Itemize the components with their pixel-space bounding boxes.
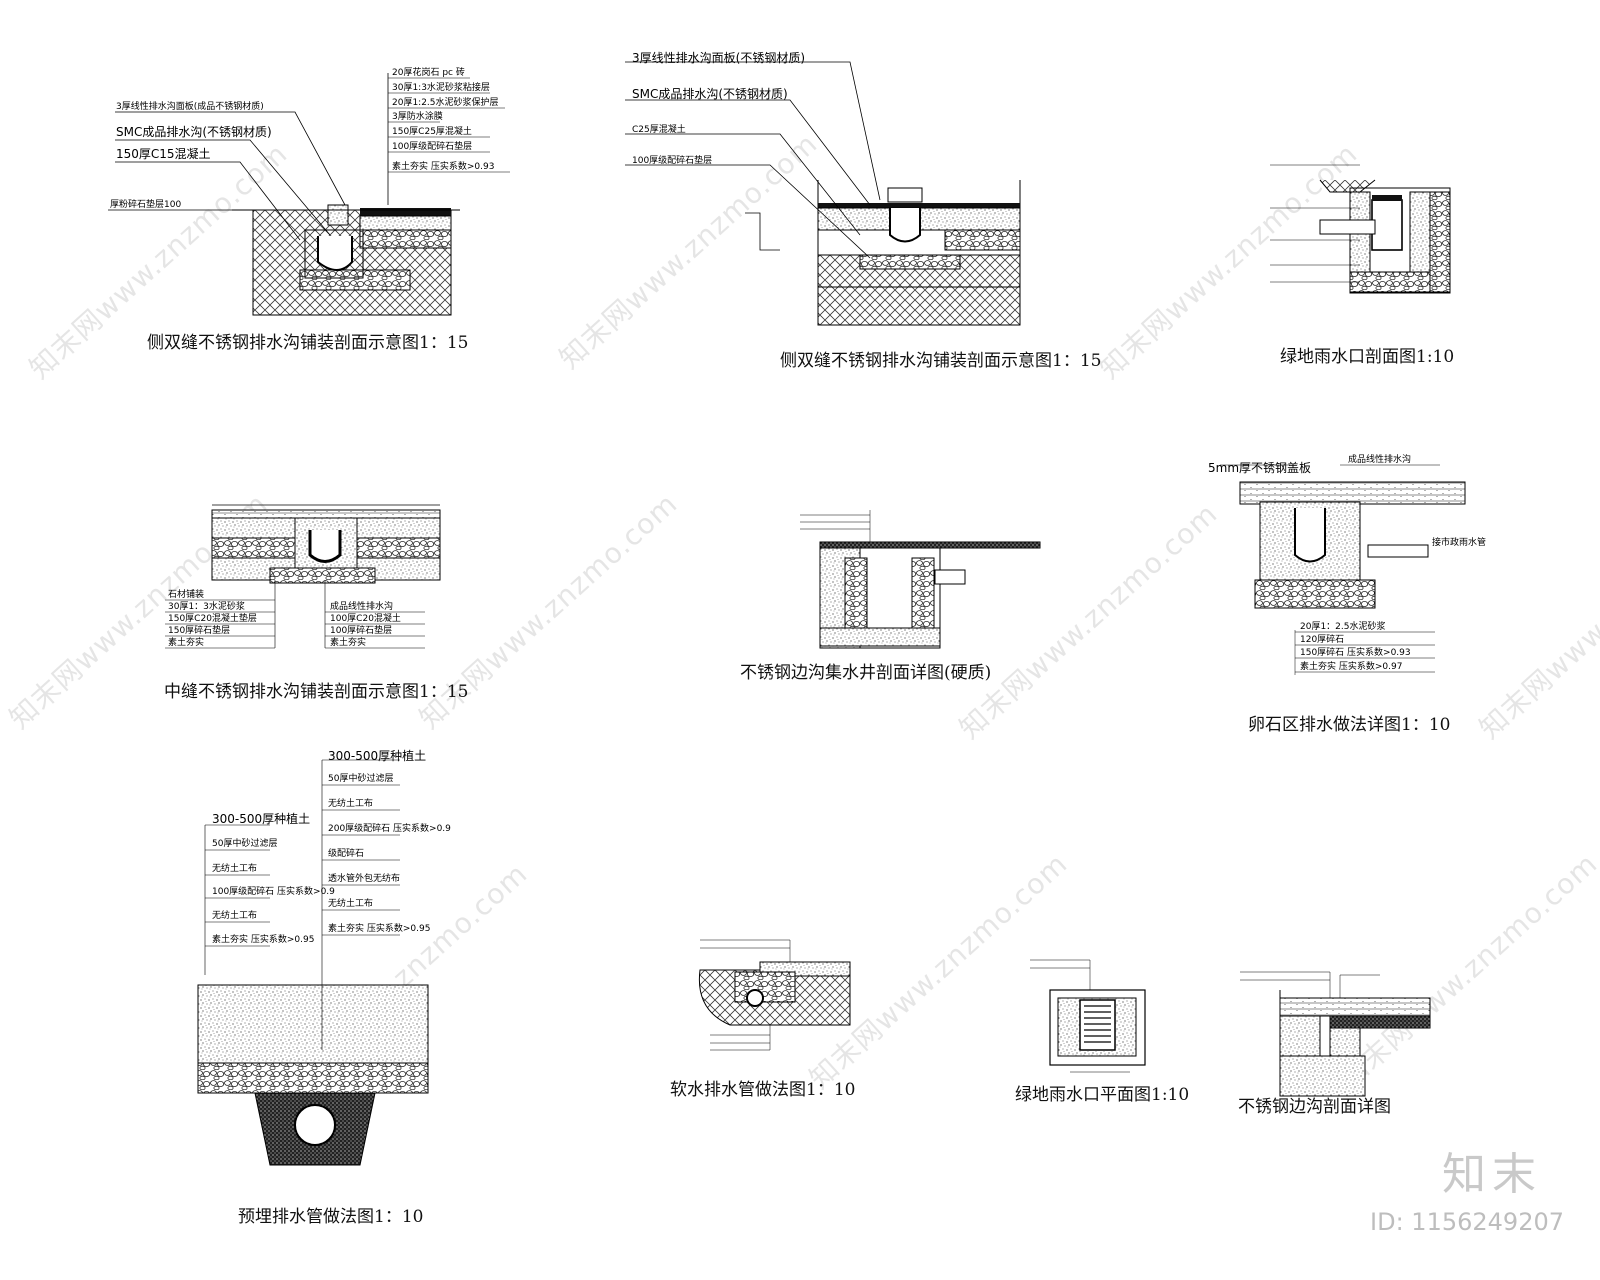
label: C25厚混凝土 bbox=[632, 125, 686, 135]
drawing-title: 侧双缝不锈钢排水沟铺装剖面示意图1：15 bbox=[780, 351, 1102, 371]
drawing-title: 不锈钢边沟剖面详图 bbox=[1238, 1097, 1391, 1117]
label: 100厚C20混凝土 bbox=[330, 614, 401, 624]
label: 级配碎石 bbox=[328, 849, 365, 859]
label: 150厚C15混凝土 bbox=[116, 147, 211, 161]
label: 300-500厚种植土 bbox=[212, 812, 311, 826]
label: SMC成品排水沟(不锈钢材质) bbox=[116, 125, 272, 139]
drawing-6: 5mm厚不锈钢盖板 成品线性排水沟 20厚1：2.5水泥砂浆 120厚碎石 15… bbox=[1200, 450, 1600, 750]
drawing-title: 绿地雨水口平面图1:10 bbox=[1015, 1085, 1190, 1105]
label: 50厚中砂过滤层 bbox=[212, 839, 278, 849]
label: 100厚级配碎石 压实系数>0.9 bbox=[212, 887, 335, 897]
label: 接市政雨水管 bbox=[1432, 538, 1487, 548]
label: 20厚1:2.5水泥砂浆保护层 bbox=[392, 98, 499, 108]
label: 厚粉碎石垫层100 bbox=[110, 200, 182, 210]
label: 100厚碎石垫层 bbox=[330, 626, 393, 636]
drawing-4-graphic bbox=[165, 504, 441, 649]
brand-logo: 知末 bbox=[1442, 1149, 1542, 1200]
drawing-9: 绿地雨水口平面图1:10 bbox=[1010, 959, 1210, 1120]
label: 石材铺装 bbox=[168, 590, 205, 600]
drawing-2: 3厚线性排水沟面板(不锈钢材质) SMC成品排水沟(不锈钢材质) C25厚混凝土… bbox=[0, 0, 1120, 380]
drawing-3-graphic bbox=[1270, 164, 1451, 294]
label: 30厚1:3水泥砂浆粘接层 bbox=[392, 83, 490, 93]
drawing-10-graphic bbox=[1240, 971, 1431, 1097]
drawing-title: 预埋排水管做法图1：10 bbox=[238, 1207, 424, 1227]
drawing-6-graphic bbox=[1220, 464, 1466, 675]
label: 素土夯实 压实系数>0.95 bbox=[212, 935, 315, 945]
label: 成品线性排水沟 bbox=[330, 602, 394, 612]
label: 无纺土工布 bbox=[212, 911, 258, 921]
label: 5mm厚不锈钢盖板 bbox=[1208, 461, 1312, 475]
label: 3厚线性排水沟面板(成品不锈钢材质) bbox=[116, 102, 264, 112]
label: 无纺土工布 bbox=[328, 799, 374, 809]
drawing-title: 不锈钢边沟集水井剖面详图(硬质) bbox=[740, 663, 992, 683]
label: 20厚花岗石 pc 砖 bbox=[392, 68, 465, 78]
drawing-8: 软水排水管做法图1：10 bbox=[670, 930, 930, 1120]
label: 无纺土工布 bbox=[212, 864, 258, 874]
label: 20厚1：2.5水泥砂浆 bbox=[1300, 622, 1386, 632]
label: 150厚碎石垫层 bbox=[168, 626, 231, 636]
label: 素土夯实 bbox=[168, 638, 205, 648]
drawing-5: 不锈钢边沟集水井剖面详图(硬质) bbox=[720, 500, 1100, 710]
label: 3厚线性排水沟面板(不锈钢材质) bbox=[632, 51, 805, 65]
drawing-3: 绿地雨水口剖面图1:10 bbox=[1260, 140, 1600, 380]
label: 素土夯实 压实系数>0.97 bbox=[1300, 662, 1403, 672]
drawing-4: 石材铺装 30厚1：3水泥砂浆 150厚C20混凝土垫层 150厚碎石垫层 素土… bbox=[0, 480, 560, 710]
drawing-2-graphic bbox=[625, 61, 1021, 326]
label: 150厚C20混凝土垫层 bbox=[168, 614, 257, 624]
drawing-1-graphic bbox=[108, 73, 510, 316]
label: 成品线性排水沟 bbox=[1348, 455, 1412, 465]
drawing-9-graphic bbox=[1030, 959, 1146, 1073]
drawing-7-graphic bbox=[197, 759, 429, 1166]
label: SMC成品排水沟(不锈钢材质) bbox=[632, 87, 788, 101]
label: 100厚级配碎石垫层 bbox=[632, 156, 713, 166]
label: 300-500厚种植土 bbox=[328, 749, 427, 763]
drawing-7: 300-500厚种植土 50厚中砂过滤层 无纺土工布 100厚级配碎石 压实系数… bbox=[0, 750, 560, 1250]
label: 150厚碎石 压实系数>0.93 bbox=[1300, 648, 1411, 658]
label: 50厚中砂过滤层 bbox=[328, 774, 394, 784]
drawing-10: 不锈钢边沟剖面详图 bbox=[1238, 970, 1500, 1140]
label: 素土夯实 bbox=[330, 638, 367, 648]
label: 无纺土工布 bbox=[328, 899, 374, 909]
drawing-1: 3厚线性排水沟面板(成品不锈钢材质) SMC成品排水沟(不锈钢材质) 150厚C… bbox=[0, 0, 560, 360]
drawing-title: 绿地雨水口剖面图1:10 bbox=[1280, 347, 1455, 367]
label: 30厚1：3水泥砂浆 bbox=[168, 602, 245, 612]
id-label: ID: 1156249207 bbox=[1370, 1208, 1564, 1236]
drawing-title: 中缝不锈钢排水沟铺装剖面示意图1：15 bbox=[164, 682, 469, 702]
label: 素土夯实 压实系数>0.95 bbox=[328, 924, 431, 934]
label: 素土夯实 压实系数>0.93 bbox=[392, 162, 495, 172]
drawing-title: 软水排水管做法图1：10 bbox=[670, 1080, 856, 1100]
drawing-title: 卵石区排水做法详图1：10 bbox=[1248, 715, 1451, 735]
label: 150厚C25厚混凝土 bbox=[392, 127, 472, 137]
label: 120厚碎石 bbox=[1300, 635, 1345, 645]
drawing-5-graphic bbox=[800, 510, 1041, 649]
label: 100厚级配碎石垫层 bbox=[392, 142, 473, 152]
label: 透水管外包无纺布 bbox=[328, 874, 401, 884]
drawing-title: 侧双缝不锈钢排水沟铺装剖面示意图1：15 bbox=[147, 333, 469, 353]
drawing-8-graphic bbox=[698, 939, 851, 1051]
label: 3厚防水涂膜 bbox=[392, 112, 443, 122]
label: 200厚级配碎石 压实系数>0.9 bbox=[328, 824, 451, 834]
